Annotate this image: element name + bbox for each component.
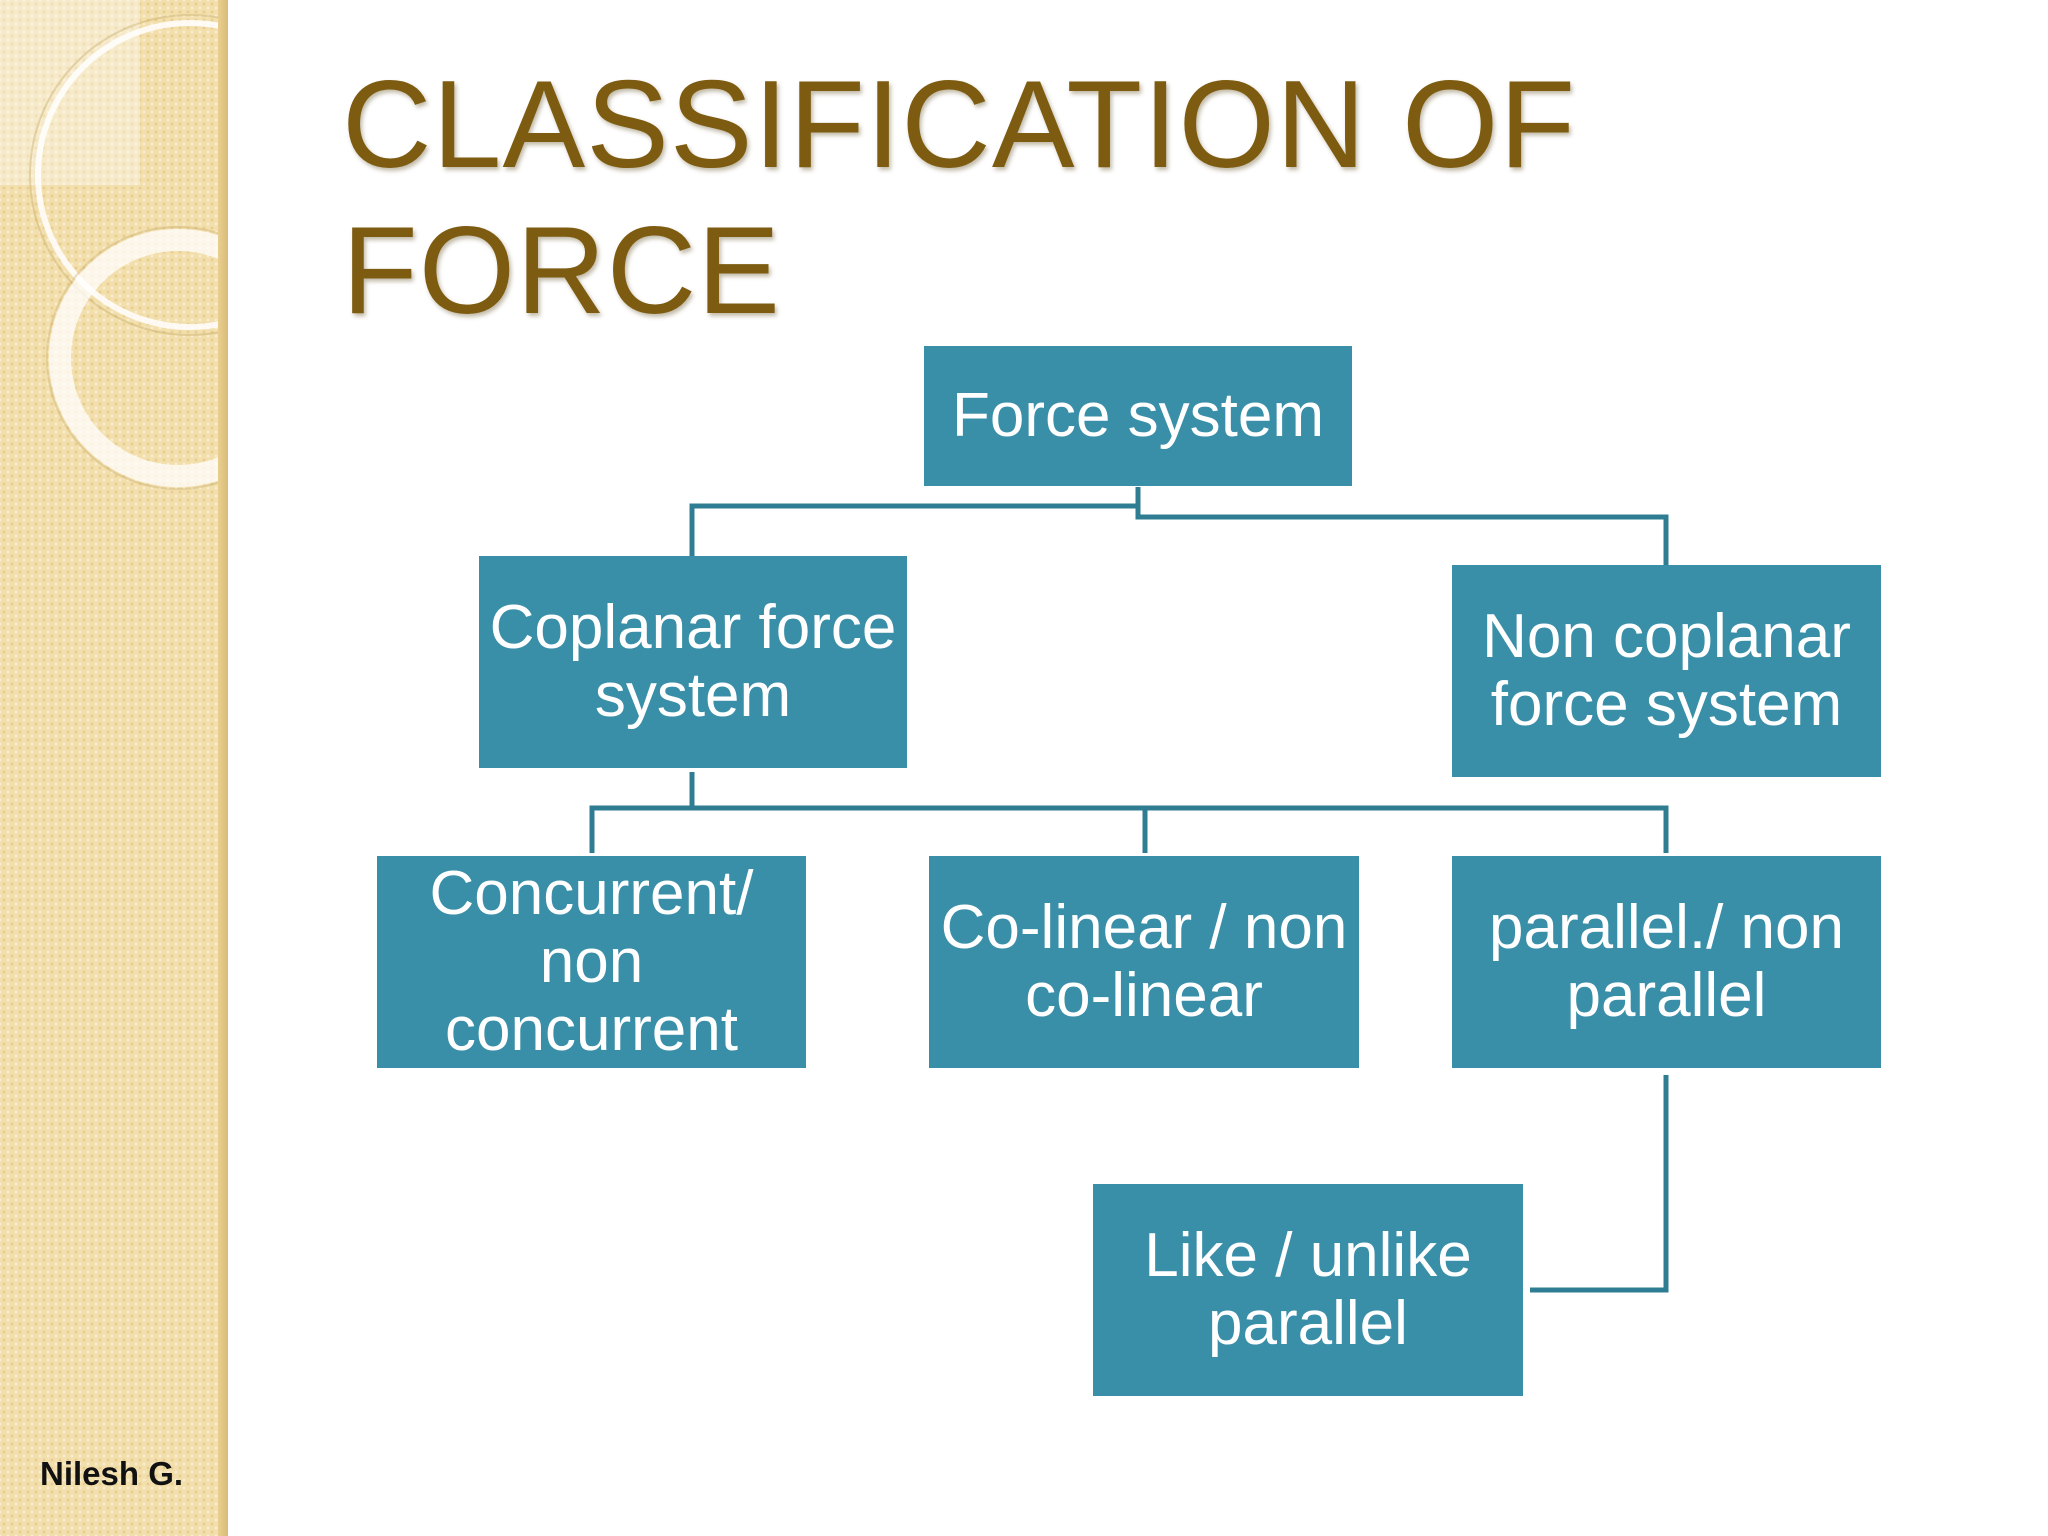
connector-root-coplanar [689, 487, 1141, 556]
decorative-rings-graphic [0, 0, 228, 490]
title-line-1: CLASSIFICATION OF [342, 56, 1577, 194]
title-line-2: FORCE [342, 202, 781, 340]
connector-root-non-coplanar [1135, 506, 1669, 565]
node-coplanar-force-system: Coplanar force system [479, 556, 907, 768]
node-force-system: Force system [924, 346, 1352, 486]
author-name: Nilesh G. [40, 1455, 184, 1492]
sidebar-edge [218, 0, 228, 1536]
node-colinear: Co-linear / non co-linear [929, 856, 1359, 1068]
connector-parallel-like [1530, 1075, 1669, 1293]
connector-level2-bus [589, 805, 1669, 853]
slide-title: CLASSIFICATION OF FORCE [342, 52, 1842, 344]
node-like-unlike-parallel: Like / unlike parallel [1093, 1184, 1523, 1396]
decorative-sidebar [0, 0, 228, 1536]
node-non-coplanar-force-system: Non coplanar force system [1452, 565, 1881, 777]
node-parallel: parallel./ non parallel [1452, 856, 1881, 1068]
node-concurrent: Concurrent/ non concurrent [377, 856, 806, 1068]
